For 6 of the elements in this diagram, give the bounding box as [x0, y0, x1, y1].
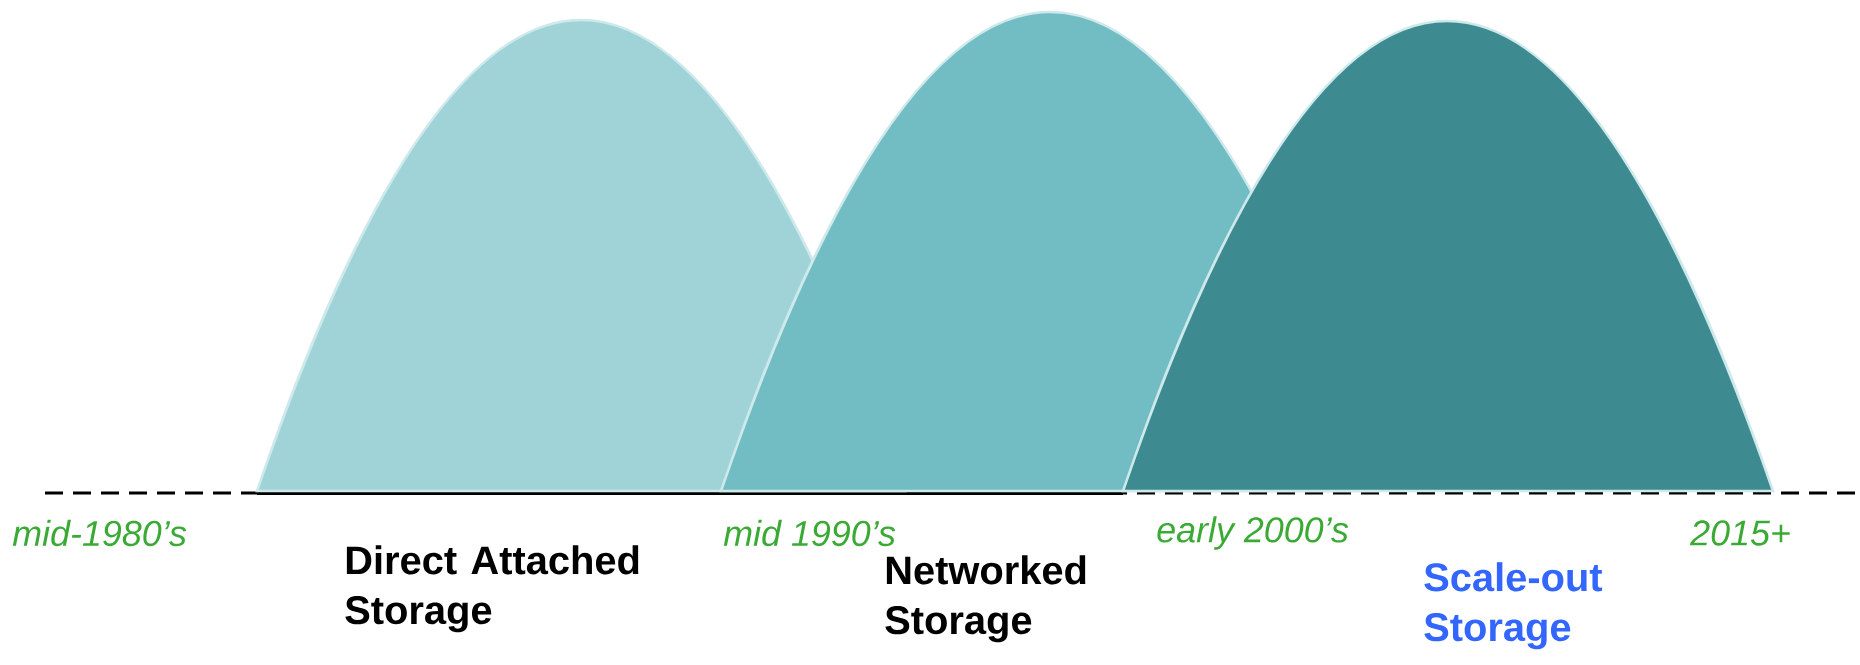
- year-label: mid-1980’s: [12, 519, 187, 547]
- node-label: Scale-out Storage: [1424, 562, 1603, 650]
- year-label: mid 1990’s: [723, 519, 896, 547]
- node-label: Networked Storage: [885, 555, 1086, 643]
- year-label: early 2000’s: [1157, 516, 1349, 550]
- node-label: Direct Attached Storage: [345, 545, 639, 633]
